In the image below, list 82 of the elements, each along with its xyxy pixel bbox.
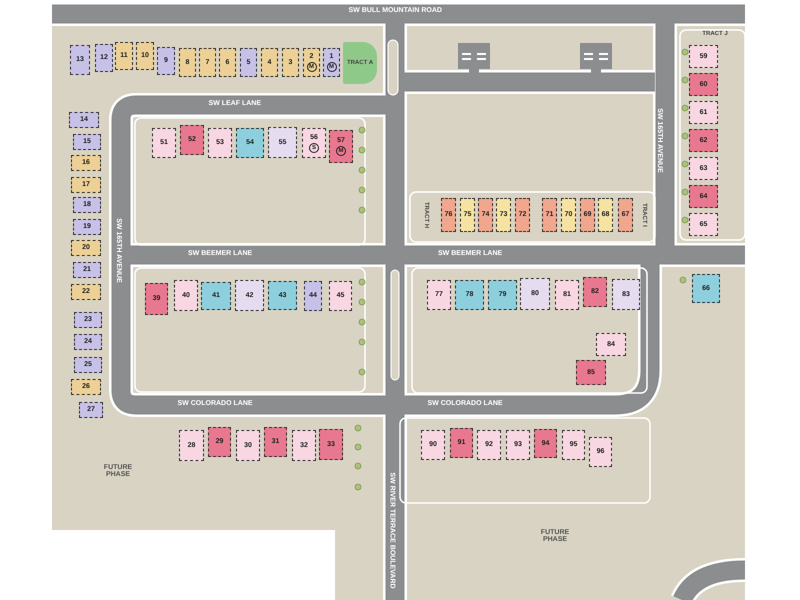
house-lot	[268, 281, 297, 310]
house-lot	[261, 48, 278, 77]
house-lot	[478, 198, 493, 232]
house-lot	[74, 312, 102, 328]
house-lot	[180, 125, 204, 155]
house-lot	[304, 281, 322, 311]
house-lot	[69, 112, 99, 128]
house-lot	[74, 357, 102, 373]
house-lot	[145, 283, 168, 315]
house-lot	[179, 48, 196, 77]
house-lot	[520, 278, 550, 310]
house-lot	[282, 48, 299, 77]
house-lot	[152, 128, 176, 158]
house-lot	[73, 197, 101, 213]
house-lot	[329, 130, 353, 163]
house-lot	[496, 198, 511, 232]
house-lot	[71, 155, 101, 171]
house-lot	[612, 279, 640, 310]
house-lot	[692, 274, 720, 303]
house-lot	[427, 280, 451, 310]
house-lot	[219, 48, 236, 77]
house-lot	[95, 44, 113, 72]
house-lot	[450, 428, 473, 458]
house-lot	[477, 430, 501, 460]
house-lot	[319, 429, 343, 460]
house-lot	[264, 427, 287, 457]
house-lot	[236, 128, 264, 158]
house-lot	[73, 219, 101, 235]
house-lot	[73, 134, 101, 150]
house-lot	[236, 430, 260, 461]
house-lot	[199, 48, 216, 77]
house-lot	[303, 48, 320, 77]
house-lot	[71, 177, 101, 193]
house-lot	[488, 280, 517, 310]
house-lot	[689, 45, 718, 68]
house-lot	[689, 185, 718, 208]
house-lot	[561, 198, 576, 232]
house-lot	[534, 429, 557, 458]
house-lot	[70, 45, 90, 75]
house-lot	[79, 402, 103, 418]
house-lot	[589, 437, 612, 467]
house-lot	[596, 333, 626, 356]
house-lot	[240, 48, 257, 77]
house-lot	[71, 284, 101, 300]
tract-area	[343, 42, 377, 84]
house-lot	[174, 280, 198, 311]
house-lot	[460, 198, 475, 232]
house-lot	[618, 198, 633, 232]
house-lot	[441, 198, 456, 232]
house-lot	[455, 280, 484, 310]
house-lot	[598, 198, 613, 232]
house-lot	[562, 430, 585, 460]
house-lot	[268, 127, 297, 158]
house-lot	[292, 430, 316, 461]
house-lot	[555, 280, 579, 310]
house-lot	[580, 198, 595, 232]
house-lot	[136, 42, 154, 70]
house-lot	[689, 213, 718, 236]
house-lot	[329, 281, 352, 311]
house-lot	[542, 198, 557, 232]
house-lot	[506, 430, 530, 460]
house-lot	[73, 262, 101, 278]
house-lot	[576, 360, 606, 385]
house-lot	[71, 379, 101, 395]
house-lot	[515, 198, 530, 232]
house-lot	[74, 334, 102, 350]
house-lot	[689, 157, 718, 180]
house-lot	[323, 48, 340, 77]
house-lot	[235, 280, 264, 311]
house-lot	[689, 101, 718, 124]
house-lot	[157, 47, 175, 75]
house-lot	[179, 430, 204, 461]
house-lot	[689, 129, 718, 152]
house-lot	[201, 282, 231, 310]
house-lot	[208, 427, 231, 457]
house-lot	[583, 277, 607, 307]
house-lot	[421, 430, 445, 460]
house-lot	[302, 128, 326, 158]
house-lot	[208, 128, 232, 158]
house-lot	[689, 73, 718, 96]
house-lot	[71, 240, 101, 256]
house-lot	[115, 42, 133, 70]
